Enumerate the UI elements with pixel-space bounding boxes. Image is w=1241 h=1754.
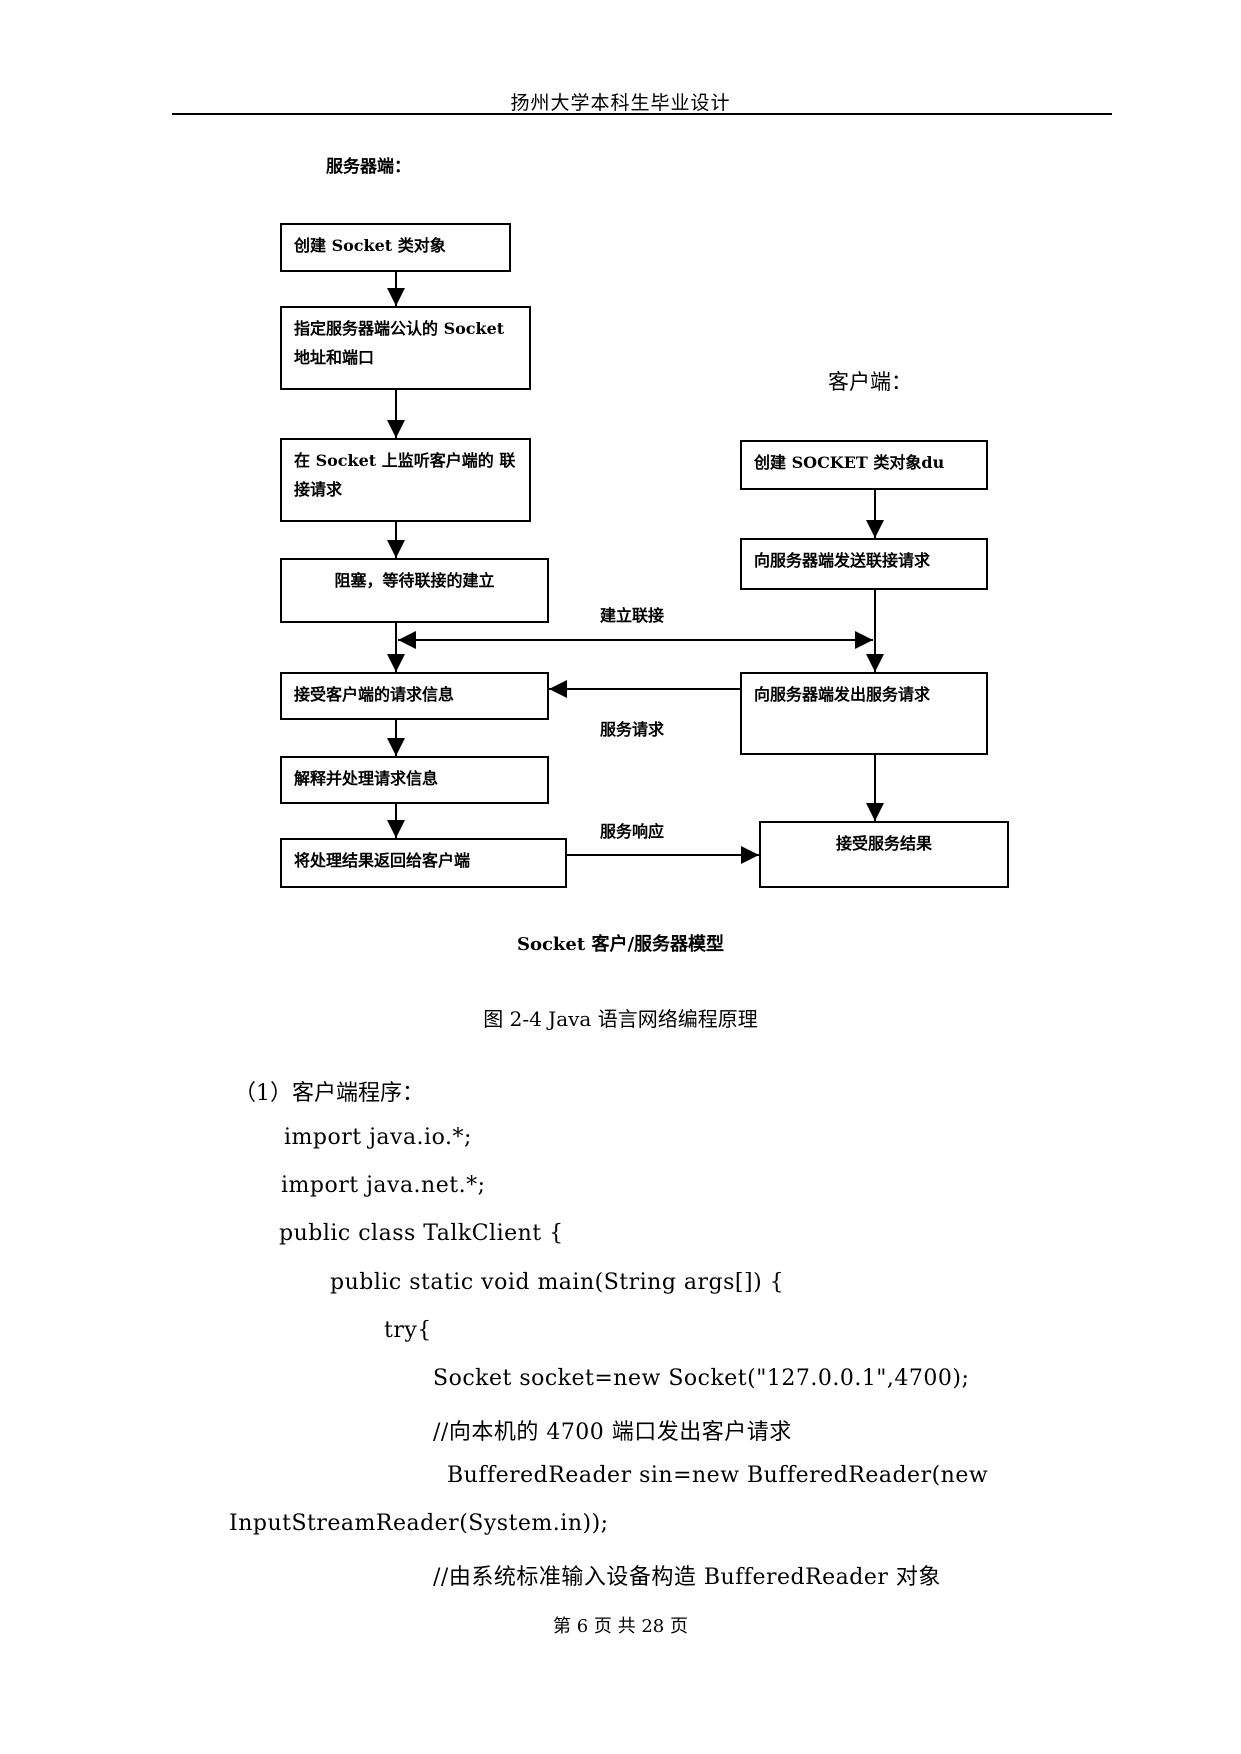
code-line: BufferedReader sin=new BufferedReader(ne… (447, 1463, 989, 1488)
code-line: try{ (384, 1318, 432, 1343)
edge-label-service-response: 服务响应 (600, 822, 665, 841)
diagram-model-caption: Socket 客户/服务器模型 (516, 934, 725, 955)
server-step-accept-request: 接受客户端的请求信息 (280, 672, 549, 720)
code-comment-line: //由系统标准输入设备构造 BufferedReader 对象 (433, 1565, 941, 1590)
server-step-return-result: 将处理结果返回给客户端 (280, 838, 567, 888)
client-step-receive-result: 接受服务结果 (759, 821, 1009, 888)
code-line: Socket socket=new Socket("127.0.0.1",470… (433, 1366, 970, 1391)
edge-label-service-request: 服务请求 (600, 720, 665, 739)
figure-caption: 图 2-4 Java 语言网络编程原理 (483, 1007, 758, 1031)
code-line: import java.io.*; (284, 1125, 472, 1150)
server-step-create-socket: 创建 Socket 类对象 (280, 223, 511, 272)
code-line: import java.net.*; (281, 1173, 486, 1198)
client-step-create-socket: 创建 SOCKET 类对象du (740, 440, 988, 490)
page-header-title: 扬州大学本科生毕业设计 (510, 92, 731, 114)
server-step-bind-address: 指定服务器端公认的 Socket 地址和端口 (280, 306, 531, 390)
client-step-send-connect: 向服务器端发送联接请求 (740, 538, 988, 590)
code-line: public static void main(String args[]) { (330, 1270, 785, 1295)
code-line-continuation: InputStreamReader(System.in)); (229, 1511, 609, 1536)
client-step-send-service-request: 向服务器端发出服务请求 (740, 672, 988, 755)
section-heading: （1）客户端程序： (234, 1081, 424, 1106)
header-divider (172, 113, 1112, 115)
code-line: public class TalkClient { (279, 1221, 564, 1246)
code-comment-line: //向本机的 4700 端口发出客户请求 (433, 1420, 792, 1445)
server-side-label: 服务器端： (326, 157, 411, 177)
client-side-label: 客户端： (828, 370, 912, 394)
page-number-footer: 第 6 页 共 28 页 (553, 1616, 688, 1637)
server-step-block-wait: 阻塞，等待联接的建立 (280, 558, 549, 623)
server-step-process-request: 解释并处理请求信息 (280, 756, 549, 804)
edge-label-establish-connection: 建立联接 (600, 606, 665, 625)
server-step-listen: 在 Socket 上监听客户端的 联接请求 (280, 438, 531, 522)
